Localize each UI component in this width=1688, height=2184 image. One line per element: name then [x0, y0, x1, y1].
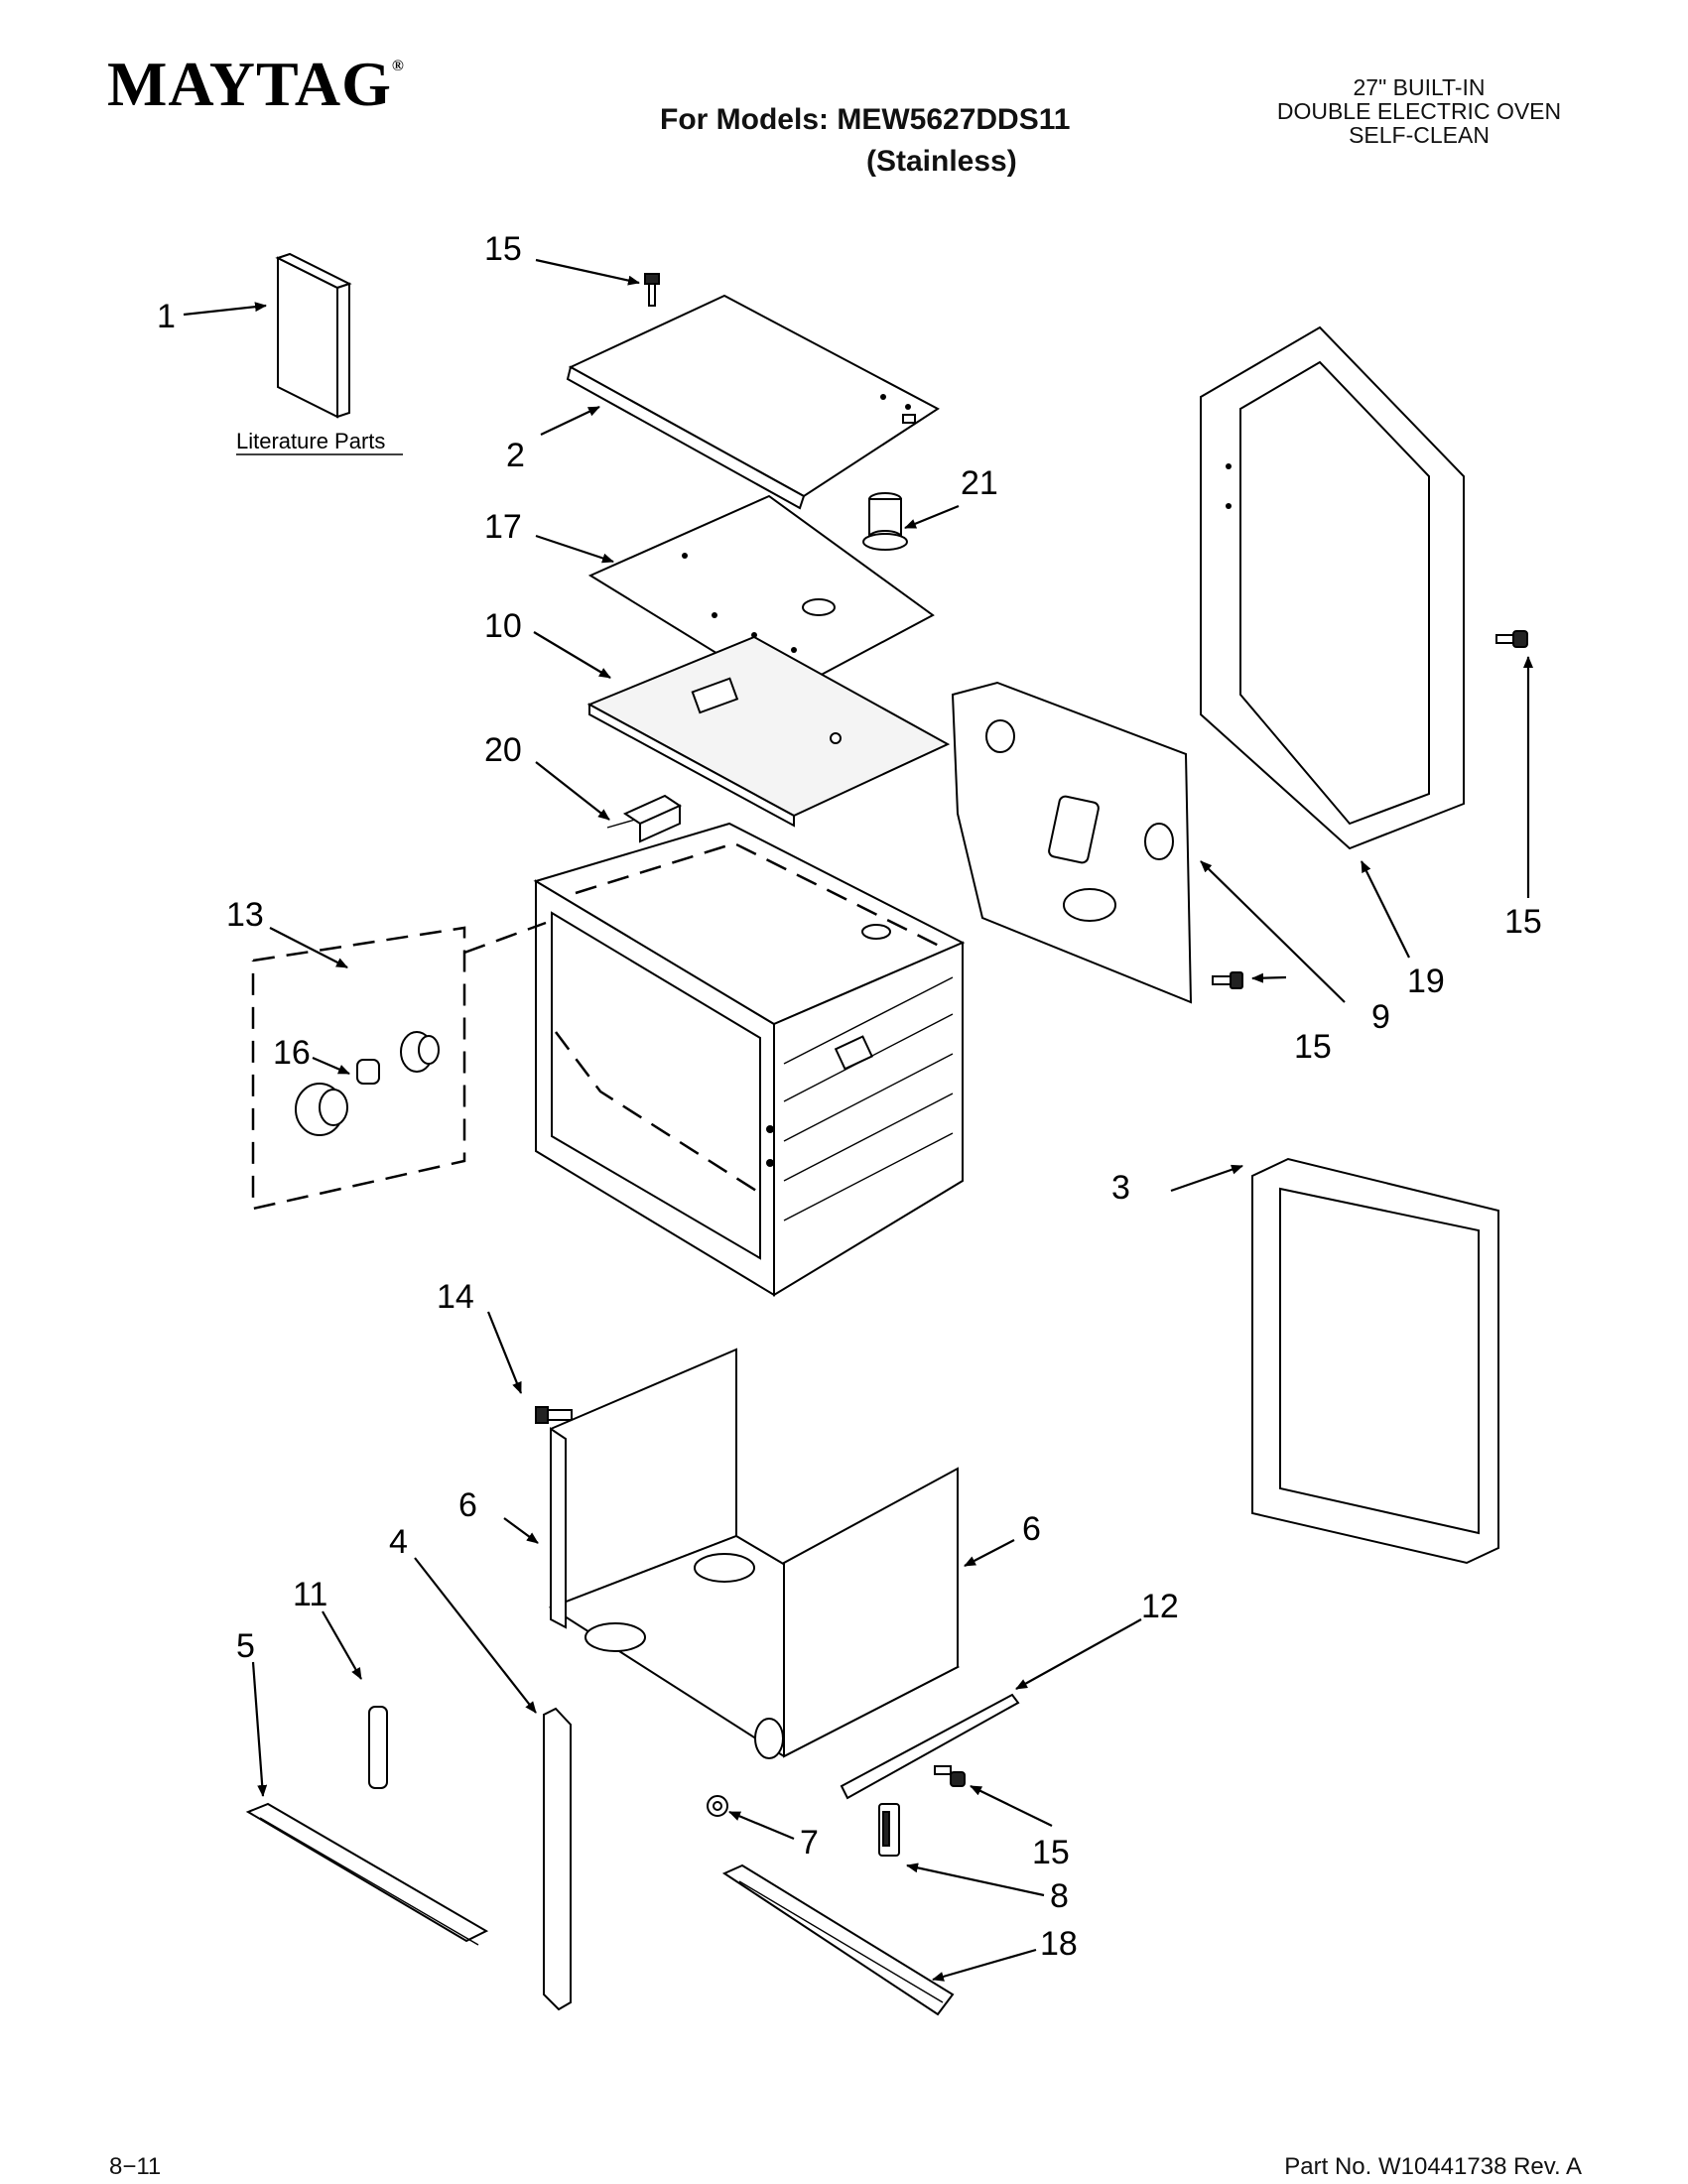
leader-5	[251, 1661, 268, 1797]
terminal-block	[606, 794, 683, 843]
side-panels	[548, 1348, 961, 1759]
footer-date: 8−11	[109, 2153, 162, 2180]
callout-21: 21	[961, 464, 998, 502]
leader-21	[904, 504, 960, 530]
callout-20: 20	[484, 731, 522, 769]
screw-14	[535, 1406, 573, 1424]
leader-20	[535, 761, 610, 821]
leader-8	[906, 1863, 1045, 1897]
leader-4	[414, 1557, 537, 1714]
lower-rail	[721, 1863, 955, 2016]
callout-15-bottom: 15	[1032, 1834, 1070, 1871]
models-title: For Models: MEW5627DDS11	[660, 103, 1071, 136]
leader-18	[932, 1948, 1037, 1982]
side-panel	[1251, 1157, 1499, 1565]
leader-3	[1170, 1164, 1243, 1193]
screw-top	[644, 273, 660, 307]
callout-10: 10	[484, 607, 522, 645]
callout-8: 8	[1050, 1877, 1069, 1915]
leader-1	[183, 302, 267, 317]
product-line-2: DOUBLE ELECTRIC OVEN	[1276, 98, 1562, 124]
callout-12: 12	[1141, 1588, 1179, 1625]
leader-15a	[535, 258, 640, 286]
bracket-11	[368, 1706, 388, 1789]
oven-cavity	[533, 822, 966, 1297]
screw-19	[1495, 630, 1528, 648]
callout-9: 9	[1371, 998, 1390, 1036]
rear-side-cover	[1200, 325, 1465, 850]
leader-13	[269, 927, 348, 968]
leader-12	[1015, 1618, 1142, 1690]
callout-3: 3	[1111, 1169, 1130, 1207]
callout-15-top: 15	[484, 230, 522, 268]
callout-14: 14	[437, 1278, 474, 1316]
leader-7	[728, 1810, 795, 1841]
product-line-1: 27" BUILT-IN	[1353, 74, 1486, 100]
leader-16	[312, 1056, 350, 1076]
callout-11: 11	[293, 1576, 327, 1613]
callout-13: 13	[226, 896, 264, 934]
leader-2	[540, 406, 600, 436]
leader-14	[486, 1311, 523, 1394]
grommet	[707, 1795, 728, 1817]
brand-logo: MAYTAG®	[107, 48, 405, 121]
callout-2: 2	[506, 437, 525, 474]
callout-15-mid: 15	[1294, 1028, 1332, 1066]
product-line-3: SELF-CLEAN	[1349, 122, 1490, 148]
callout-6-right: 6	[1022, 1510, 1041, 1548]
registered-mark: ®	[391, 58, 405, 74]
leader-6a	[503, 1517, 539, 1544]
leader-15c	[970, 1785, 1053, 1827]
callout-6-left: 6	[458, 1486, 477, 1524]
brand-name: MAYTAG	[107, 49, 392, 119]
callout-16: 16	[273, 1034, 311, 1072]
leader-17	[535, 534, 614, 564]
literature-parts-label: Literature Parts	[236, 429, 385, 453]
side-rail	[840, 1693, 1020, 1800]
leader-9	[1200, 860, 1346, 1003]
callout-15-right: 15	[1504, 903, 1542, 941]
screw-9	[1212, 971, 1243, 989]
front-rail	[245, 1802, 489, 1946]
screw-12	[934, 1765, 966, 1787]
callout-18: 18	[1040, 1925, 1078, 1963]
callout-17: 17	[484, 508, 522, 546]
literature-parts-book	[275, 252, 352, 419]
callout-19: 19	[1407, 963, 1445, 1000]
vent-tube	[862, 492, 908, 551]
callout-5: 5	[236, 1627, 255, 1665]
leader-15b	[1251, 972, 1287, 983]
insulation-pad	[586, 635, 951, 828]
leader-10	[533, 631, 611, 679]
leader-11	[322, 1610, 362, 1680]
control-knob-group	[251, 921, 547, 1211]
leader-6b	[964, 1539, 1015, 1567]
callout-1: 1	[157, 298, 176, 335]
product-description: 27" BUILT-IN DOUBLE ELECTRIC OVEN SELF-C…	[1231, 75, 1608, 147]
back-panel	[951, 681, 1193, 1004]
callout-7: 7	[800, 1824, 819, 1862]
footer-part-number: Part No. W10441738 Rev. A	[1284, 2153, 1582, 2180]
variant-title: (Stainless)	[866, 145, 1017, 178]
hinge-receptacle	[878, 1803, 900, 1857]
leader-19	[1361, 860, 1410, 959]
top-panel	[566, 294, 940, 510]
callout-4: 4	[389, 1523, 408, 1561]
vertical-trim	[543, 1707, 572, 2011]
